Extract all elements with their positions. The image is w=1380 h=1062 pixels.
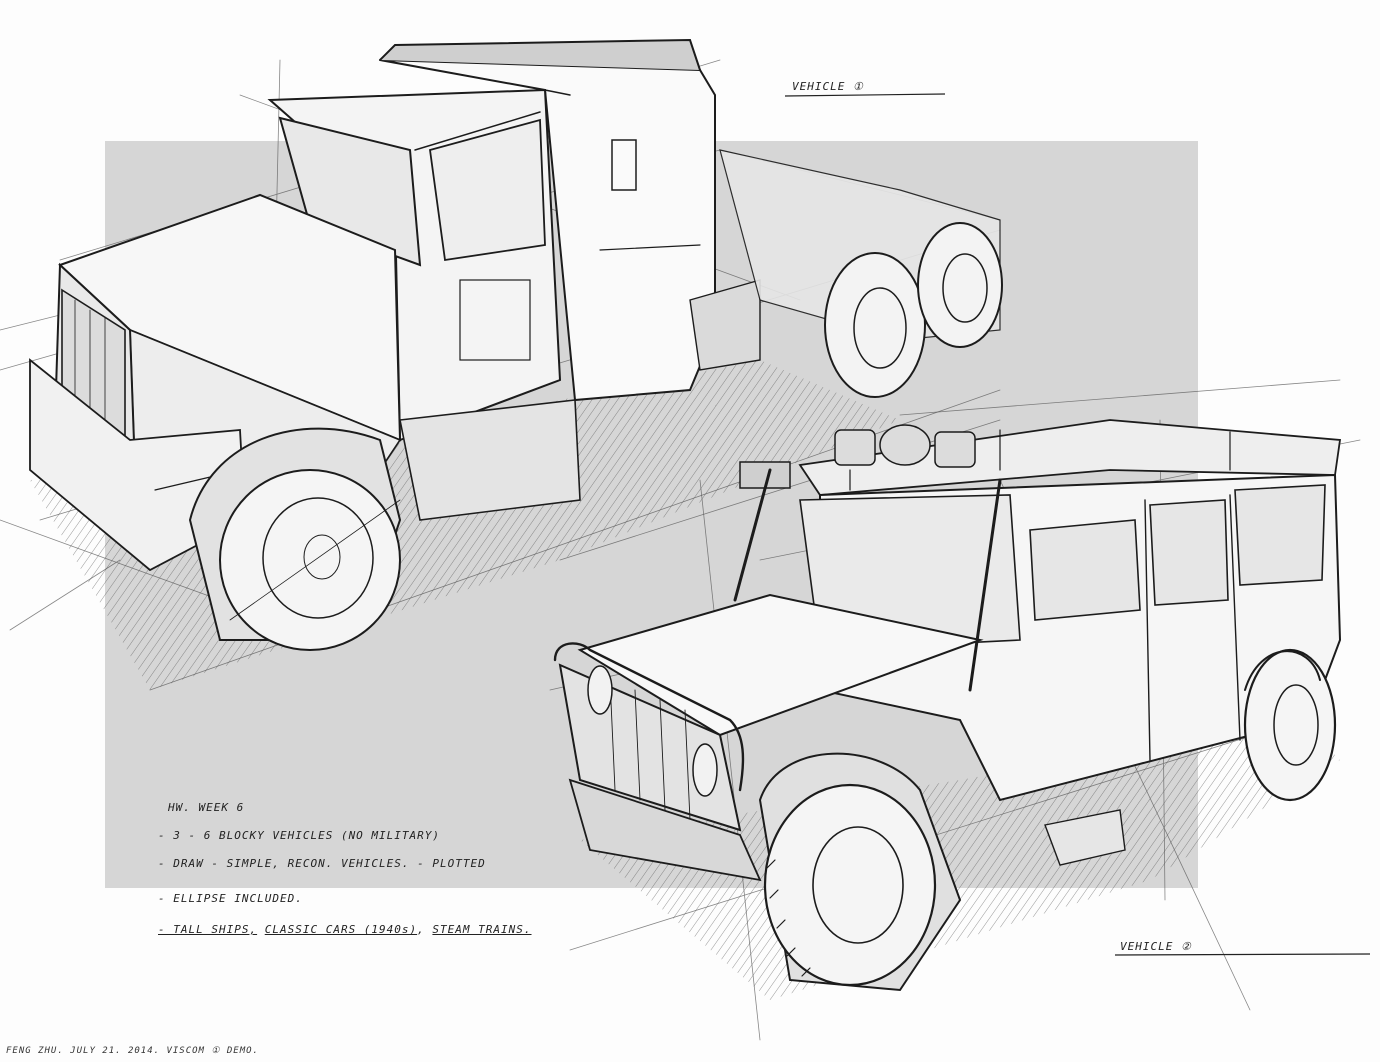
offroader-sketch: [549, 379, 1361, 1041]
homework-line-1: - 3 - 6 BLOCKY VEHICLES (NO MILITARY): [158, 829, 441, 842]
homework-line-4-ships: - TALL SHIPS,: [158, 923, 258, 936]
offroader-shadow: [580, 720, 1340, 1000]
vehicle-1-label: VEHICLE ①: [792, 80, 864, 93]
vehicle-1-underline: [784, 93, 946, 97]
vehicle-2-underline: [1114, 953, 1371, 956]
truck-front-wheel: [219, 469, 401, 651]
offroader-front-wheel: [763, 783, 937, 987]
homework-title: HW. WEEK 6: [168, 801, 245, 814]
homework-line-4-cars: CLASSIC CARS (1940s): [264, 923, 418, 936]
truck-rear-wheel-1: [824, 252, 926, 398]
homework-line-2: - DRAW - SIMPLE, RECON. VEHICLES. - PLOT…: [158, 857, 486, 870]
homework-line-3: - ELLIPSE INCLUDED.: [158, 892, 303, 905]
truck-rear-wheel-2: [917, 222, 1003, 348]
truck-sketch: [0, 38, 1003, 691]
artist-signature: FENG ZHU. JULY 21. 2014. VISCOM ① DEMO.: [6, 1046, 259, 1056]
homework-line-4-comma: ,: [417, 923, 425, 936]
vehicle-2-label: VEHICLE ②: [1120, 940, 1192, 953]
offroader-rear-wheel: [1243, 648, 1337, 802]
homework-line-4: - TALL SHIPS, CLASSIC CARS (1940s), STEA…: [158, 924, 532, 935]
homework-line-4-trains: STEAM TRAINS.: [432, 923, 532, 936]
